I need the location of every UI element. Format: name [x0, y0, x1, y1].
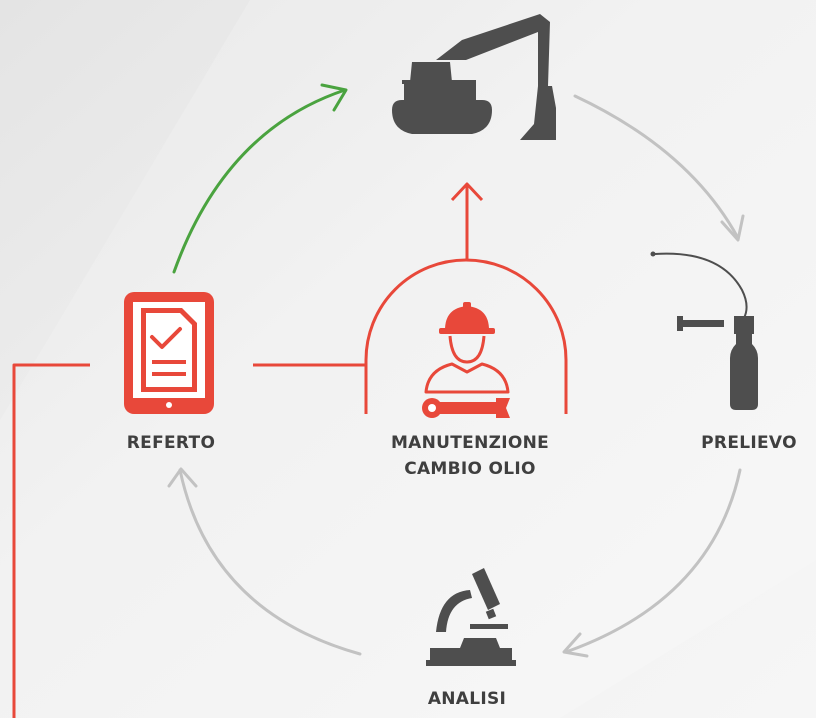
maintenance-up-arrowhead [450, 182, 484, 202]
arrow-machine-to-prelievo [573, 94, 740, 240]
referto-external-line [12, 363, 90, 718]
arrowhead-referto [167, 467, 198, 488]
technician-wrench-icon [422, 302, 510, 418]
maintenance-links [12, 182, 568, 718]
arrow-analisi-to-referto [178, 468, 362, 656]
microscope-icon [426, 568, 516, 666]
tablet-report-icon [124, 292, 214, 414]
manutenzione-label-line1: MANUTENZIONE [390, 433, 550, 453]
arrowhead-analisi [562, 632, 589, 658]
referto-label: REFERTO [117, 430, 225, 456]
prelievo-label-text: PRELIEVO [701, 433, 797, 453]
prelievo-label: PRELIEVO [688, 430, 810, 456]
analisi-label: ANALISI [412, 686, 522, 712]
excavator-icon [392, 14, 556, 140]
cycle-arrows [167, 94, 745, 658]
analisi-label-text: ANALISI [427, 689, 507, 709]
arrow-referto-to-machine [172, 88, 347, 274]
manutenzione-label-line2: CAMBIO OLIO [404, 459, 536, 479]
manutenzione-label: MANUTENZIONE CAMBIO OLIO [357, 430, 583, 482]
referto-label-text: REFERTO [126, 433, 216, 453]
return-arrow [172, 83, 348, 274]
arrowhead-prelievo [720, 214, 745, 242]
arrow-prelievo-to-analisi [564, 468, 742, 654]
arrowhead-machine [320, 83, 348, 112]
oil-sample-bottle-icon [650, 251, 758, 410]
